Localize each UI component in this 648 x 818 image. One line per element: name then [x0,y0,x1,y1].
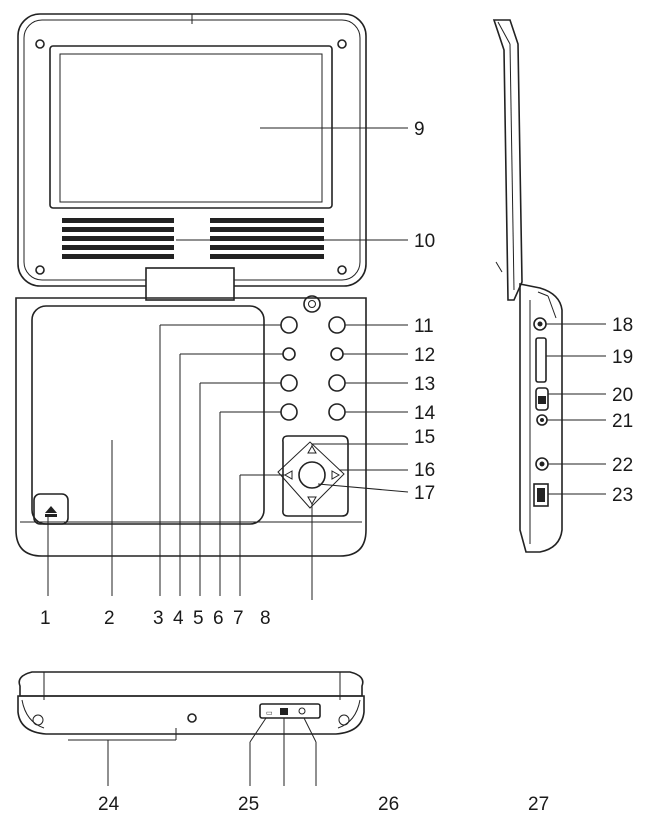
button-14[interactable] [328,403,346,421]
bottom-screw-icon [187,713,197,723]
front-view [15,13,409,600]
power-button[interactable] [303,295,321,313]
callout-1: 1 [40,608,51,629]
callout-21: 21 [612,411,633,432]
callout-25: 25 [238,794,259,815]
navigation-pad[interactable] [277,435,349,517]
callout-26: 26 [378,794,399,815]
card-slot[interactable] [535,337,547,383]
callout-16: 16 [414,460,435,481]
slide-switch[interactable] [535,387,549,411]
callout-15: 15 [414,427,435,448]
arrow-right-icon [331,470,341,480]
button-12[interactable] [330,347,344,361]
speaker-left [62,218,174,259]
callout-11: 11 [414,316,434,337]
enter-button[interactable] [298,461,326,489]
callout-7: 7 [233,608,244,629]
arrow-up-icon [307,444,317,454]
usb-port[interactable] [533,483,549,507]
callout-labels: 1 2 3 4 5 6 7 8 9 10 11 12 13 14 15 16 1… [40,119,633,815]
button-13[interactable] [328,374,346,392]
arrow-down-icon [307,496,317,506]
button-3[interactable] [280,316,298,334]
open-button[interactable] [33,493,69,525]
bottom-view: ▭ [17,671,365,786]
callout-12: 12 [414,345,435,366]
button-6[interactable] [280,403,298,421]
callout-24: 24 [98,794,120,815]
hinge [145,267,235,301]
arrow-left-icon [283,470,293,480]
callout-13: 13 [414,374,435,395]
base [15,295,367,557]
callout-18: 18 [612,315,633,336]
callout-4: 4 [173,608,184,629]
callout-22: 22 [612,455,633,476]
bottom-jack-icon [280,708,288,715]
screw-icon [337,39,347,49]
side-jack-22[interactable] [535,457,549,471]
button-4[interactable] [282,347,296,361]
speaker-right [210,218,324,259]
callout-19: 19 [612,347,633,368]
callout-23: 23 [612,485,633,506]
screw-icon [35,39,45,49]
callout-8: 8 [260,608,271,629]
port-label-icon: ▭ [266,710,273,717]
callout-20: 20 [612,385,633,406]
button-11[interactable] [328,316,346,334]
lcd-screen [49,45,333,209]
open-icon [45,506,57,517]
screw-icon [337,265,347,275]
callout-10: 10 [414,231,435,252]
bottom-jack-icon [298,707,306,715]
leader-lines-side [546,323,606,495]
screw-icon [35,265,45,275]
lid [17,13,367,301]
disc-door [31,305,265,525]
button-5[interactable] [280,374,298,392]
callout-3: 3 [153,608,164,629]
bottom-port-strip[interactable] [259,703,321,719]
side-view [492,19,606,553]
callout-5: 5 [193,608,204,629]
leader-lines-bottom [107,717,317,786]
callout-17: 17 [414,483,435,504]
callout-6: 6 [213,608,224,629]
callout-2: 2 [104,608,115,629]
callout-14: 14 [414,403,436,424]
callout-9: 9 [414,119,425,140]
side-jack-18[interactable] [533,317,547,331]
leader-lines-front [47,127,409,600]
callout-27: 27 [528,794,549,815]
side-jack-21[interactable] [536,414,548,426]
